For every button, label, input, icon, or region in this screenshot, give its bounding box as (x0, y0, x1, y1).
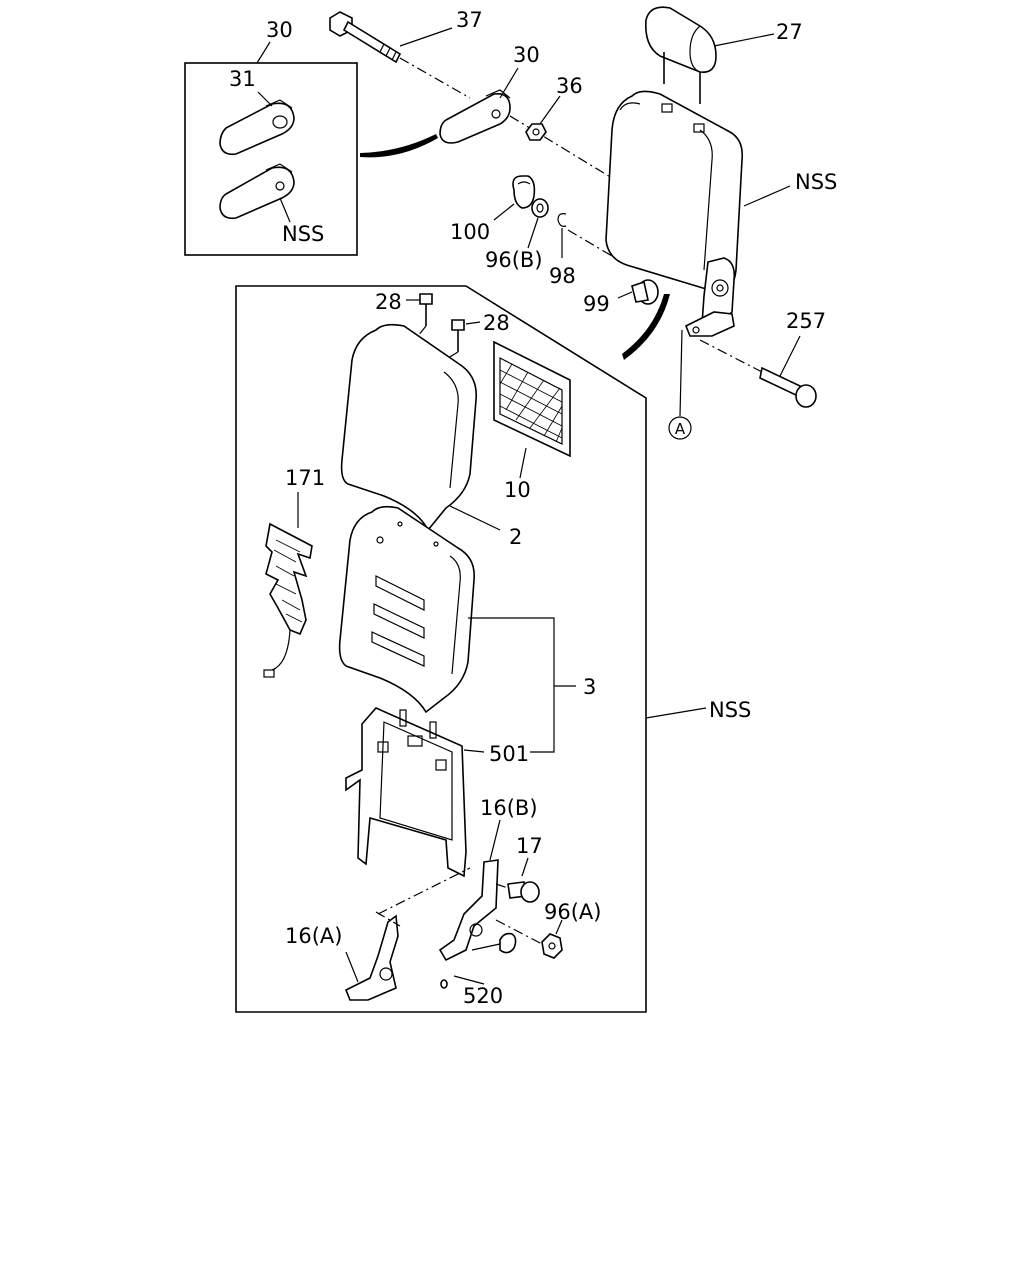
callout-30-inset: 30 (266, 18, 293, 42)
callout-30: 30 (513, 43, 540, 67)
bolt-17 (495, 857, 540, 903)
callout-96b: 96(B) (485, 248, 543, 272)
inset-box (184, 41, 438, 256)
callout-27: 27 (776, 20, 803, 44)
callout-17: 17 (516, 834, 543, 858)
cover-part-30 (439, 67, 613, 179)
screw-28-left (406, 293, 433, 347)
bolt-257 (699, 335, 817, 408)
cover-part-31 (219, 91, 295, 156)
callout-16a: 16(A) (285, 924, 342, 948)
callout-10: 10 (504, 478, 531, 502)
callout-ref-a: A (675, 420, 686, 438)
nut-36 (525, 95, 561, 141)
callout-28-left: 28 (375, 290, 402, 314)
assembly-pointer-arrow (622, 294, 670, 360)
seat-backrest (605, 90, 791, 440)
callout-labels: 37 30 30 31 36 27 NSS NSS 100 96(B) 98 9… (229, 8, 837, 1008)
callout-36: 36 (556, 74, 583, 98)
callout-31: 31 (229, 67, 256, 91)
callout-37: 37 (456, 8, 483, 32)
back-cushion-2 (340, 323, 501, 532)
callout-171: 171 (285, 466, 325, 490)
callout-28-right: 28 (483, 311, 510, 335)
inset-pointer-arrow (360, 134, 438, 158)
callout-501: 501 (489, 742, 529, 766)
cover-part-nss (219, 163, 295, 223)
back-frame-501 (345, 707, 485, 878)
callout-nss-inset: NSS (282, 222, 324, 246)
callout-100: 100 (450, 220, 490, 244)
callout-nss-assembly: NSS (709, 698, 751, 722)
nut-96a (495, 919, 563, 959)
knob-99 (617, 279, 659, 305)
callout-257: 257 (786, 309, 826, 333)
seat-heater-171 (263, 492, 313, 678)
bracket-16b (377, 819, 501, 962)
washer-96b (527, 198, 549, 249)
headrest-27 (644, 6, 775, 104)
callout-96a: 96(A) (544, 900, 601, 924)
bracket-16a (344, 911, 401, 1001)
pin-520 (440, 932, 517, 989)
callout-98: 98 (549, 264, 576, 288)
back-pad-3 (338, 505, 576, 753)
callout-520: 520 (463, 984, 503, 1008)
callout-nss-backrest: NSS (795, 170, 837, 194)
assembly-box (235, 285, 707, 1013)
callout-16b: 16(B) (480, 796, 538, 820)
screw-28-right (437, 319, 481, 365)
pocket-net-10 (493, 340, 571, 479)
callout-3: 3 (583, 675, 596, 699)
ring-98 (557, 213, 613, 258)
clip-100 (493, 175, 536, 221)
callout-2: 2 (509, 525, 522, 549)
callout-99: 99 (583, 292, 610, 316)
bolt-37 (329, 11, 471, 99)
